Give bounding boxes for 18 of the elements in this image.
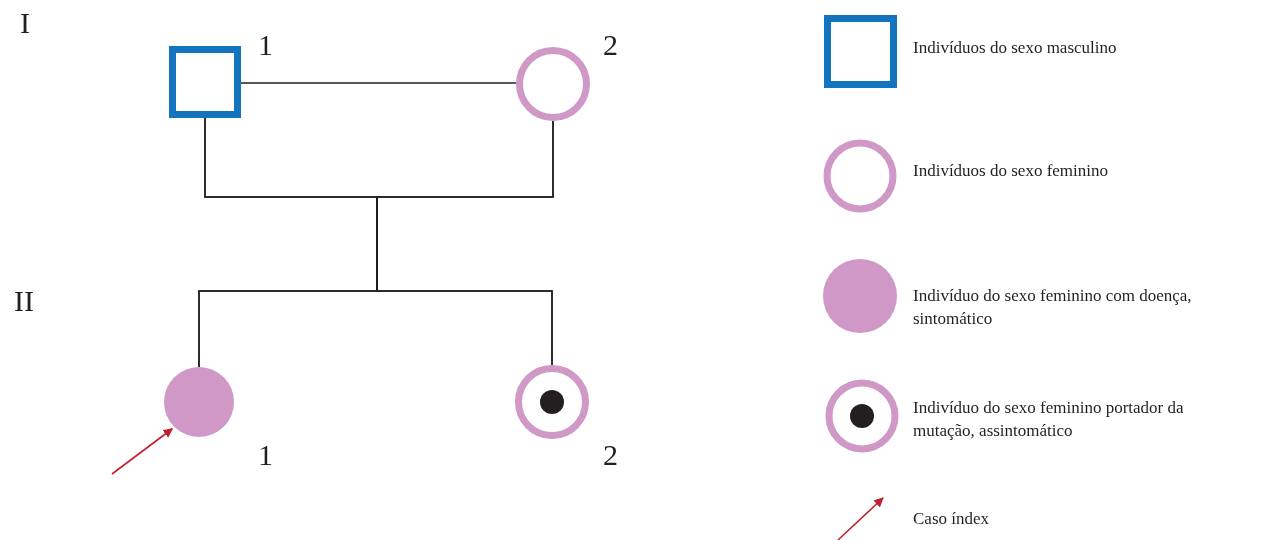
generation-label: II: [14, 286, 34, 316]
legend-text: Indivíduos do sexo masculino: [913, 37, 1118, 59]
carrier-female-circle: [515, 365, 589, 439]
individual-number: 1: [258, 440, 273, 470]
individual-number: 1: [258, 30, 273, 60]
affected-female-circle: [164, 367, 234, 437]
pedigree-line: [240, 82, 517, 84]
male-square: [169, 46, 241, 118]
index-case-arrow: [111, 427, 174, 475]
pedigree-line: [376, 120, 554, 366]
female-circle: [516, 47, 590, 121]
individual-number: 2: [603, 440, 618, 470]
generation-label: I: [20, 8, 30, 38]
legend-text: Indivíduo do sexo feminino portador da mutação, assintomático: [913, 397, 1185, 442]
legend-text: Caso índex: [913, 508, 991, 530]
legend-text: Indivíduo do sexo feminino com doença, sintomático: [913, 285, 1193, 330]
legend-text: Indivíduos do sexo feminino: [913, 160, 1109, 182]
individual-number: 2: [603, 30, 618, 60]
